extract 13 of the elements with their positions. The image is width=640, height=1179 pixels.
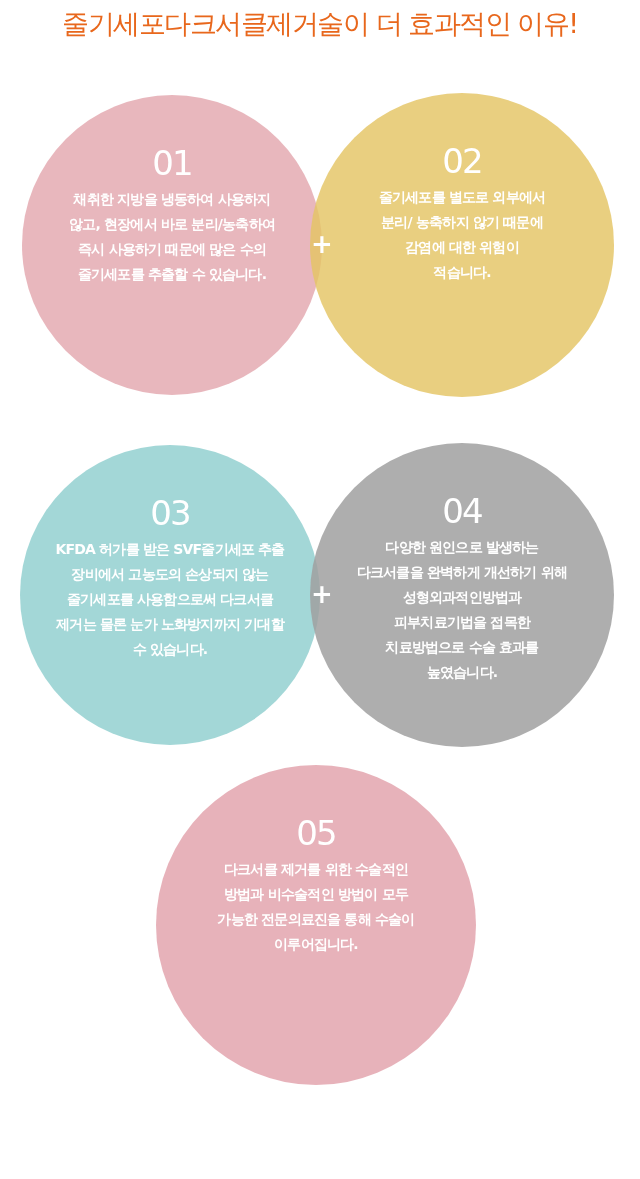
step-number: 04 — [442, 491, 482, 531]
plus-sign: + — [311, 579, 333, 609]
description: 채취한 지방을 냉동하여 사용하지 않고, 현장에서 바로 분리/농축하여 즉시 사용하기 때문에 많은 수의 줄기세포를 추출할 수 있습니다. — [68, 190, 276, 284]
plus-sign: + — [311, 229, 333, 259]
description: KFDA 허가를 받은 SVF줄기세포 추출 장비에서 고농도의 손상되지 않는 줄기세포를 사용함으로써 다크서클 제거는 물론 눈가 노화방지까지 기대할 수 있습니다. — [54, 540, 286, 659]
step-number: 01 — [152, 143, 192, 183]
description: 다크서클 제거를 위한 수술적인 방법과 비수술적인 방법이 모두 가능한 전문의료진을 통해 수술이 이루어집니다. — [216, 860, 416, 954]
description: 다양한 원인으로 발생하는 다크서클을 완벽하게 개선하기 위해 성형외과적인방법과 피부치료기법을 접목한 치료방법으로 수술 효과를 높였습니다. — [355, 538, 569, 682]
title: 줄기세포다크서클제거술이 더 효과적인 이유! — [61, 7, 579, 41]
step-number: 03 — [150, 493, 190, 533]
description: 줄기세포를 별도로 외부에서 분리/ 농축하지 않기 때문에 감염에 대한 위험이 적습니다. — [377, 188, 547, 282]
step-number: 02 — [442, 141, 482, 181]
step-number: 05 — [296, 813, 336, 853]
